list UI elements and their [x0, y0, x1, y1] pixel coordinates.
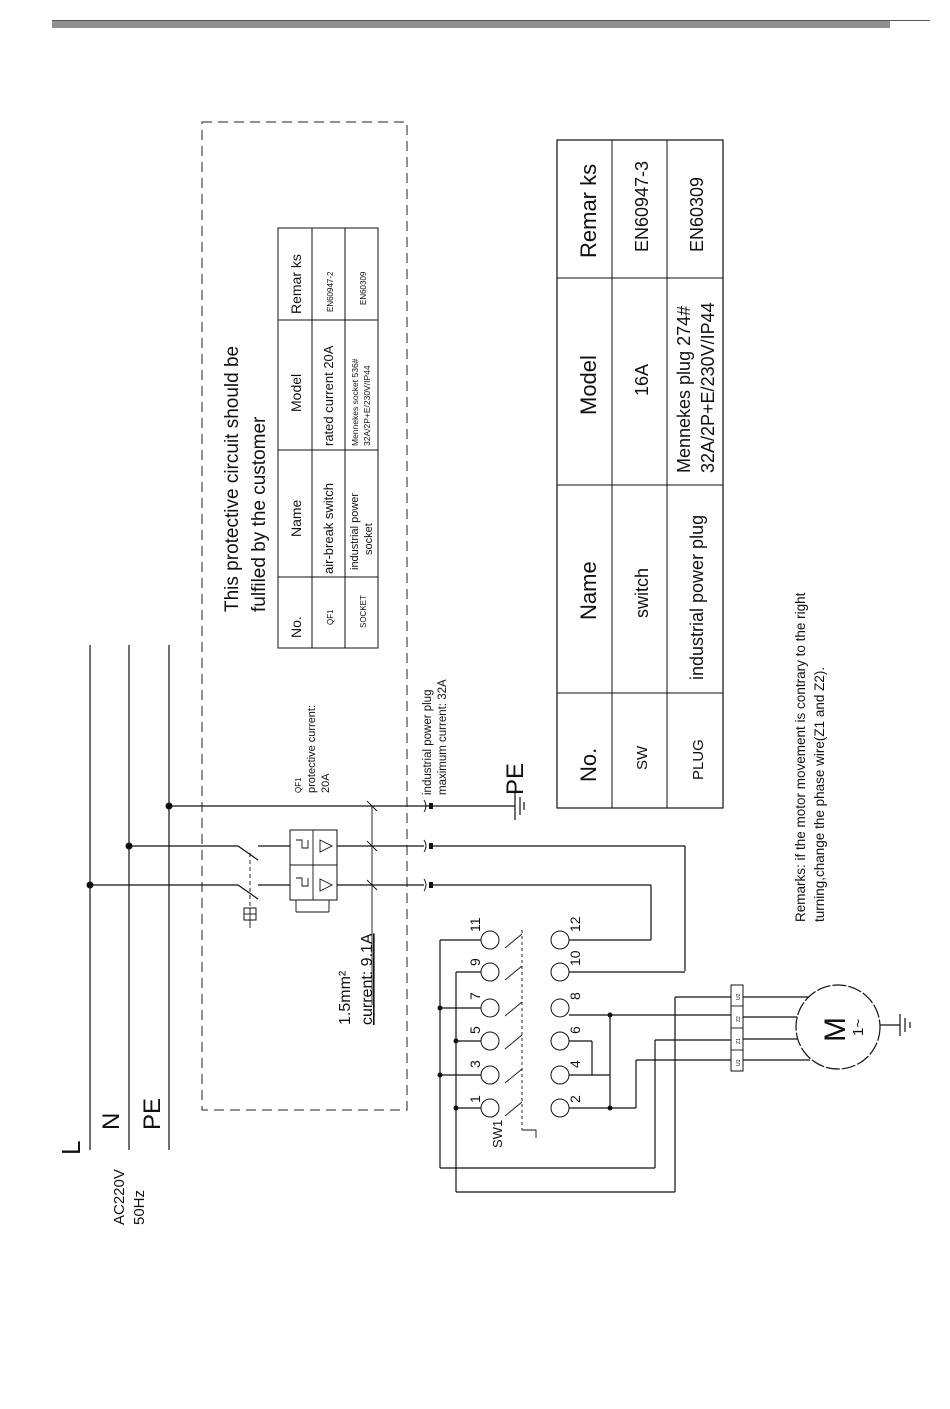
- main-parts-table: [556, 139, 724, 809]
- customer-row1-no: QF1: [326, 609, 335, 625]
- main-row2-no: PLUG: [690, 739, 707, 780]
- pe-symbol-label: PE: [502, 763, 529, 795]
- customer-row2-model-line1: Mennekes socket 536#: [350, 358, 360, 446]
- main-row1-no: SW: [634, 745, 651, 770]
- switch-terminal-3: 3: [467, 1060, 483, 1068]
- header-rule-thin: [52, 20, 930, 21]
- switch-sw1: [437, 930, 685, 1193]
- customer-row1-model: rated current 20A: [321, 345, 336, 446]
- main-table-header-remarks: Remar ks: [576, 164, 601, 258]
- main-row1-remarks: EN60947-3: [632, 161, 652, 252]
- switch-terminal-5: 5: [467, 1026, 483, 1034]
- customer-row2-name-line1: industrial power: [349, 493, 361, 570]
- cable-size-label: 1.5mm²: [337, 970, 354, 1025]
- switch-terminal-1: 1: [467, 1095, 483, 1103]
- main-row2-name: industrial power plug: [687, 515, 707, 680]
- supply-bus: [89, 645, 170, 1150]
- customer-table-header-remarks: Remar ks: [288, 254, 304, 314]
- customer-table-header-model: Model: [288, 374, 304, 412]
- switch-terminal-11: 11: [467, 917, 483, 932]
- plug-label-line1: industrial power plug: [422, 690, 434, 795]
- main-row2-model-line2: 32A/2P+E/230V/IP44: [698, 302, 718, 473]
- line-n-label: N: [98, 1113, 125, 1130]
- qf1-wiring: [86, 799, 686, 1005]
- header-rule-bar: [52, 21, 890, 28]
- switch-terminal-2: 2: [567, 1095, 583, 1103]
- motor-terminal-block: [610, 984, 810, 1108]
- motor-circle: [795, 984, 881, 1070]
- customer-row1-name: air-break switch: [321, 483, 336, 574]
- customer-box-title-line1: This protective circuit should be: [222, 346, 243, 612]
- plug-label-line2: maximum current: 32A: [437, 679, 449, 795]
- customer-circuit-box: [201, 121, 408, 1111]
- motor-terminal-u2: U2: [736, 993, 742, 1000]
- protective-current-value: 20A: [320, 773, 332, 793]
- motor-terminal-z2: Z2: [736, 1016, 742, 1022]
- main-table-header-no: No.: [576, 748, 601, 782]
- customer-box-title-line2: fulfiled by the customer: [249, 416, 270, 612]
- supply-voltage-label: AC220V: [111, 1169, 128, 1225]
- customer-parts-table: [277, 227, 379, 649]
- customer-row1-remarks: EN60947-2: [326, 271, 335, 312]
- main-row2-remarks: EN60309: [687, 177, 707, 252]
- main-row1-name: switch: [632, 568, 652, 618]
- main-table-header-name: Name: [576, 561, 601, 620]
- cable-current-label: current: 9.1A: [359, 933, 376, 1025]
- supply-frequency-label: 50Hz: [131, 1190, 148, 1225]
- motor-symbol: M: [819, 1017, 852, 1042]
- customer-row2-model-line2: 32A/2P+E/230V/IP44: [362, 365, 372, 446]
- pe-ground-symbol: [514, 792, 525, 820]
- main-row2-model-line1: Mennekes plug 274#: [674, 306, 694, 473]
- switch-terminal-7: 7: [467, 992, 483, 1000]
- switch-terminal-6: 6: [567, 1026, 583, 1034]
- main-row1-model: 16A: [632, 364, 652, 396]
- switch-terminal-12: 12: [567, 916, 583, 932]
- customer-table-header-name: Name: [288, 499, 304, 537]
- switch-terminal-9: 9: [467, 958, 483, 966]
- switch-name-label: SW1: [490, 1120, 505, 1148]
- customer-row2-remarks: EN60309: [359, 271, 368, 305]
- motor-phase: 1~: [850, 1019, 867, 1036]
- customer-row2-no: SOCKET: [359, 595, 368, 628]
- motor-terminal-u1: U1: [736, 1059, 742, 1066]
- line-l-label: L: [56, 1141, 86, 1155]
- remarks-line1: Remarks: if the motor movement is contra…: [793, 592, 808, 922]
- remarks-line2: turning,change the phase wire(Z1 and Z2)…: [812, 667, 827, 922]
- customer-table-header-no: No.: [288, 616, 304, 638]
- main-table-header-model: Model: [576, 355, 601, 415]
- qf1-label: QF1: [294, 777, 303, 793]
- switch-terminal-8: 8: [567, 992, 583, 1000]
- line-pe-label: PE: [139, 1098, 166, 1130]
- motor-ground-symbol: [880, 1014, 911, 1036]
- switch-terminal-4: 4: [567, 1060, 583, 1068]
- switch-terminal-10: 10: [567, 950, 583, 966]
- customer-row2-name-line2: socket: [363, 523, 375, 555]
- motor-terminal-z1: Z1: [736, 1038, 742, 1044]
- protective-current-label: protective current:: [306, 705, 318, 793]
